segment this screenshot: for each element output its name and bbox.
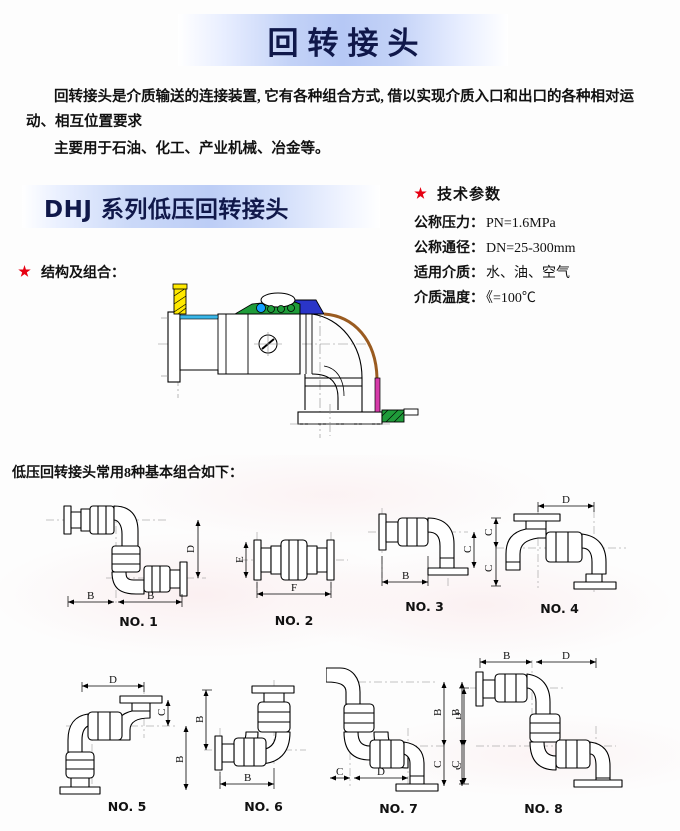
tech-param-key: 适用介质： [414, 266, 484, 281]
dimension-label: C [483, 565, 495, 572]
tech-param-row: 公称压力：PN=1.6MPa [414, 211, 654, 236]
dimension-label: B [147, 590, 154, 602]
dimension-label: C [462, 546, 474, 553]
assembly-cross-section-drawing [140, 278, 440, 453]
tech-param-key: 公称通径： [414, 241, 484, 256]
tech-params-heading-label: 技术参数 [437, 187, 502, 203]
dimension-label: D [562, 494, 570, 506]
combination-label-no4: NO. 4 [540, 601, 579, 616]
dimension-label: B [432, 709, 444, 716]
tech-param-value: PN=1.6MPa [486, 216, 556, 231]
intro-paragraph-1: 回转接头是介质输送的连接装置, 它有各种组合方式, 借以实现介质入口和出口的各种… [26, 89, 634, 130]
page-title: 回转接头 [267, 25, 428, 62]
structure-section-label: 结构及组合： [18, 262, 125, 282]
tech-params-panel: 技术参数 公称压力：PN=1.6MPa 公称通径：DN=25-300mm 适用介… [414, 183, 654, 311]
dimension-label: B [174, 756, 186, 763]
tech-param-row: 介质温度：《=100℃ [414, 286, 654, 311]
star-icon [414, 187, 427, 199]
dimension-label: B [244, 772, 251, 784]
combination-diagram-no8: B D D C NO. 8 [456, 648, 631, 816]
tech-param-key: 介质温度： [414, 291, 484, 306]
tech-param-value: 水、油、空气 [486, 266, 570, 281]
tech-param-row: 公称通径：DN=25-300mm [414, 236, 654, 261]
combination-diagram-no3: B C NO. 3 [362, 500, 487, 614]
tech-param-key: 公称压力： [414, 216, 484, 231]
dimension-label: B [450, 709, 462, 716]
dimension-label: D [562, 650, 570, 662]
tech-param-value: 《=100℃ [486, 291, 536, 306]
intro-paragraph-2: 主要用于石油、化工、产业机械、冶金等。 [54, 141, 330, 157]
dimension-label: B [402, 570, 409, 582]
combination-label-no3: NO. 3 [405, 599, 444, 614]
tech-param-row: 适用介质：水、油、空气 [414, 261, 654, 286]
combination-diagram-no4: D C C NO. 4 [482, 488, 637, 616]
dimension-label: D [109, 674, 117, 686]
dimension-label: E [234, 556, 246, 563]
combination-diagram-no6: B B NO. 6 [196, 668, 331, 814]
page-title-banner: 回转接头 [178, 14, 508, 66]
product-name-banner: DHJ 系列低压回转接头 [22, 185, 380, 228]
dimension-label: D [456, 712, 464, 720]
tech-param-value: DN=25-300mm [486, 241, 576, 256]
dimension-label: B [503, 650, 510, 662]
dimension-label: D [377, 766, 385, 778]
dimension-label: C [450, 761, 462, 768]
product-name: DHJ 系列低压回转接头 [44, 196, 289, 223]
structure-section-label-text: 结构及组合： [41, 266, 125, 281]
combination-label-no7: NO. 7 [379, 801, 418, 816]
intro-text-block: 回转接头是介质输送的连接装置, 它有各种组合方式, 借以实现介质入口和出口的各种… [26, 85, 658, 162]
star-icon [18, 265, 31, 277]
combination-diagram-no5: D C B NO. 5 [52, 668, 202, 814]
dimension-label: C [336, 766, 343, 778]
dimension-label: B [87, 590, 94, 602]
combination-label-no5: NO. 5 [107, 799, 147, 814]
dimension-label: F [291, 582, 297, 594]
dimension-label: C [456, 763, 464, 770]
tech-params-heading: 技术参数 [414, 183, 654, 208]
combination-diagram-no1: B B D NO. 1 [46, 498, 231, 629]
combinations-caption: 低压回转接头常用8种基本组合如下： [12, 466, 243, 481]
combination-diagram-no7: B C B C C D NO. 7 [326, 658, 471, 816]
combination-label-no2: NO. 2 [274, 613, 314, 628]
dimension-label: C [432, 761, 444, 768]
combination-label-no1: NO. 1 [119, 614, 158, 629]
dimension-label: B [196, 716, 206, 723]
combination-label-no6: NO. 6 [244, 799, 283, 814]
combination-label-no8: NO. 8 [524, 801, 563, 816]
combination-diagram-no2: E F NO. 2 [234, 522, 354, 628]
dimension-label: C [156, 709, 168, 716]
dimension-label: D [185, 545, 197, 553]
dimension-label: C [483, 529, 495, 536]
